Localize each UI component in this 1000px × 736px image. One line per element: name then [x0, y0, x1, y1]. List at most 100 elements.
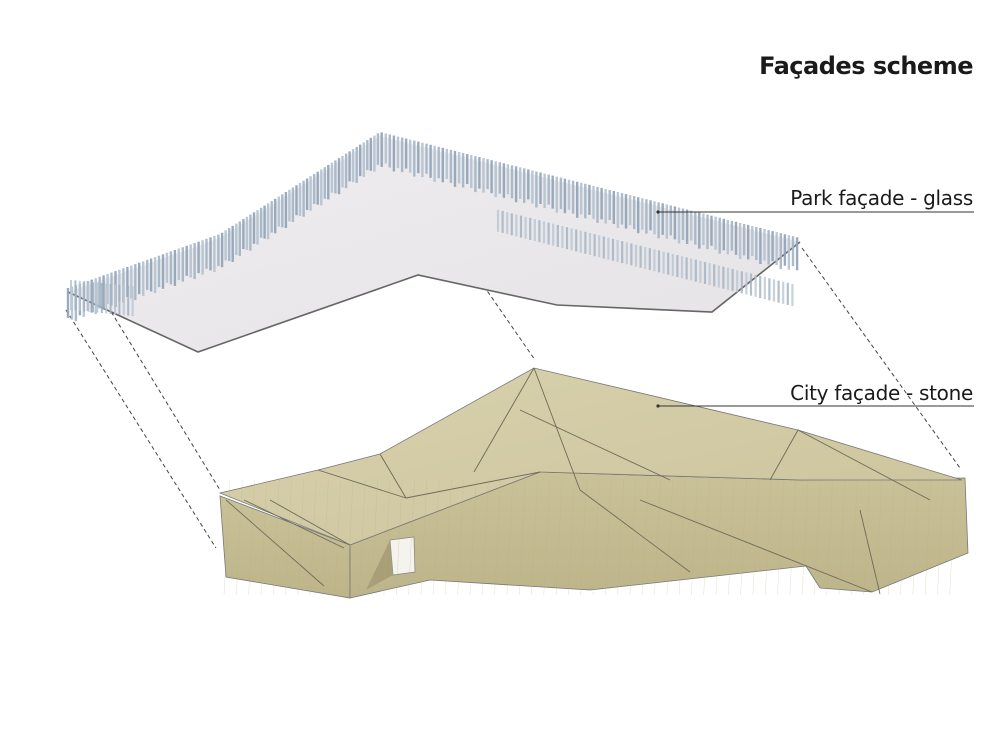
glass-fin [470, 155, 473, 188]
glass-fin-inner [506, 212, 509, 235]
glass-fin [531, 170, 534, 204]
glass-fin [742, 223, 746, 256]
glass-fin-inner [510, 213, 513, 236]
glass-fin [263, 205, 266, 239]
glass-fin [348, 151, 351, 182]
glass-fin [502, 163, 506, 198]
stone-grain-line [765, 479, 772, 596]
glass-fin [134, 264, 137, 301]
glass-fin-inner [561, 226, 564, 248]
glass-fin [641, 198, 644, 230]
glass-fin [413, 140, 416, 177]
glass-fin [130, 265, 133, 299]
glass-fin [396, 136, 400, 168]
glass-fin-inner [736, 270, 739, 293]
glass-fin-inner [662, 251, 665, 274]
stone-grain-line [359, 479, 366, 596]
glass-fin-inner [556, 224, 559, 247]
stone-grain-line [642, 479, 649, 596]
glass-fin-inner [722, 266, 725, 289]
glass-fin [555, 176, 558, 213]
stone-layer [218, 367, 969, 599]
stone-grain-line [248, 479, 255, 596]
glass-fin [498, 162, 501, 194]
glass-fin [149, 258, 153, 292]
glass-fin [313, 174, 316, 204]
glass-fin [309, 176, 312, 211]
glass-fin [580, 182, 583, 215]
glass-fin [209, 237, 212, 271]
glass-fin [181, 247, 184, 282]
glass-fin-lower [131, 286, 134, 317]
stone-grain-line [223, 479, 231, 596]
glass-fin [316, 171, 319, 205]
glass-fin [266, 203, 270, 240]
stone-grain-line [863, 479, 870, 596]
glass-fin [535, 171, 538, 208]
stone-grain-line [309, 479, 317, 596]
glass-fin-inner [759, 276, 762, 298]
glass-fin [547, 174, 550, 205]
stone-grain-line [260, 479, 268, 596]
glass-fin [787, 235, 791, 270]
glass-fin-inner [538, 220, 541, 243]
glass-fin-inner [542, 221, 546, 244]
stone-grain-line [937, 479, 944, 596]
glass-fin [474, 156, 477, 193]
glass-fin [213, 236, 216, 272]
glass-fin [334, 160, 337, 194]
glass-fin-lower [70, 280, 72, 310]
glass-fin [256, 210, 259, 245]
stone-grain-line [506, 479, 514, 596]
stone-grain-line [875, 479, 883, 596]
stone-grain-line [334, 479, 341, 596]
stone-grain-line [703, 479, 710, 596]
stone-grain-line [715, 479, 723, 596]
stone-grain-line [814, 479, 821, 596]
glass-fin [694, 211, 697, 245]
glass-fin [337, 158, 341, 195]
glass-fin-inner [703, 262, 707, 284]
diagram-title: Façades scheme [759, 52, 973, 80]
glass-fin-inner [699, 260, 702, 283]
glass-fin [270, 201, 273, 233]
glass-fin [291, 187, 295, 222]
glass-fin [281, 194, 284, 228]
glass-fin [551, 175, 554, 209]
glass-fin [362, 142, 365, 177]
stone-grain-line [666, 479, 673, 596]
roof-plane [68, 136, 800, 352]
glass-fin-inner [657, 250, 661, 273]
glass-fin [514, 166, 518, 203]
glass-fin [220, 232, 224, 268]
glass-fin [146, 259, 149, 290]
glass-fin-lower [100, 283, 103, 314]
glass-fin [295, 185, 298, 216]
glass-fin-inner [791, 284, 794, 307]
glass-fin [404, 138, 408, 169]
glass-fin [706, 214, 709, 250]
glass-fin [224, 230, 227, 261]
glass-fin [478, 157, 481, 189]
glass-fin [441, 147, 444, 183]
label-city-facade: City façade - stone [790, 381, 973, 405]
glass-fin-inner [777, 280, 780, 303]
glass-fin [779, 233, 782, 270]
glass-fin-inner [731, 269, 734, 291]
glass-fin [429, 144, 432, 178]
stone-grain-line [654, 479, 661, 596]
stone-grain-line [826, 479, 833, 596]
glass-fin-inner [653, 249, 656, 272]
glass-fin-inner [565, 227, 569, 250]
stone-roof [218, 367, 963, 546]
stone-grain-line [568, 479, 575, 596]
glass-fin-lower [83, 281, 86, 312]
glass-fin-inner [579, 230, 582, 253]
glass-fin [482, 158, 485, 193]
glass-fin [726, 219, 729, 255]
glass-fin [102, 275, 105, 310]
glass-fin [633, 196, 636, 230]
roof-outline [67, 241, 801, 353]
glass-fin [771, 231, 774, 262]
glass-fin [400, 137, 404, 173]
